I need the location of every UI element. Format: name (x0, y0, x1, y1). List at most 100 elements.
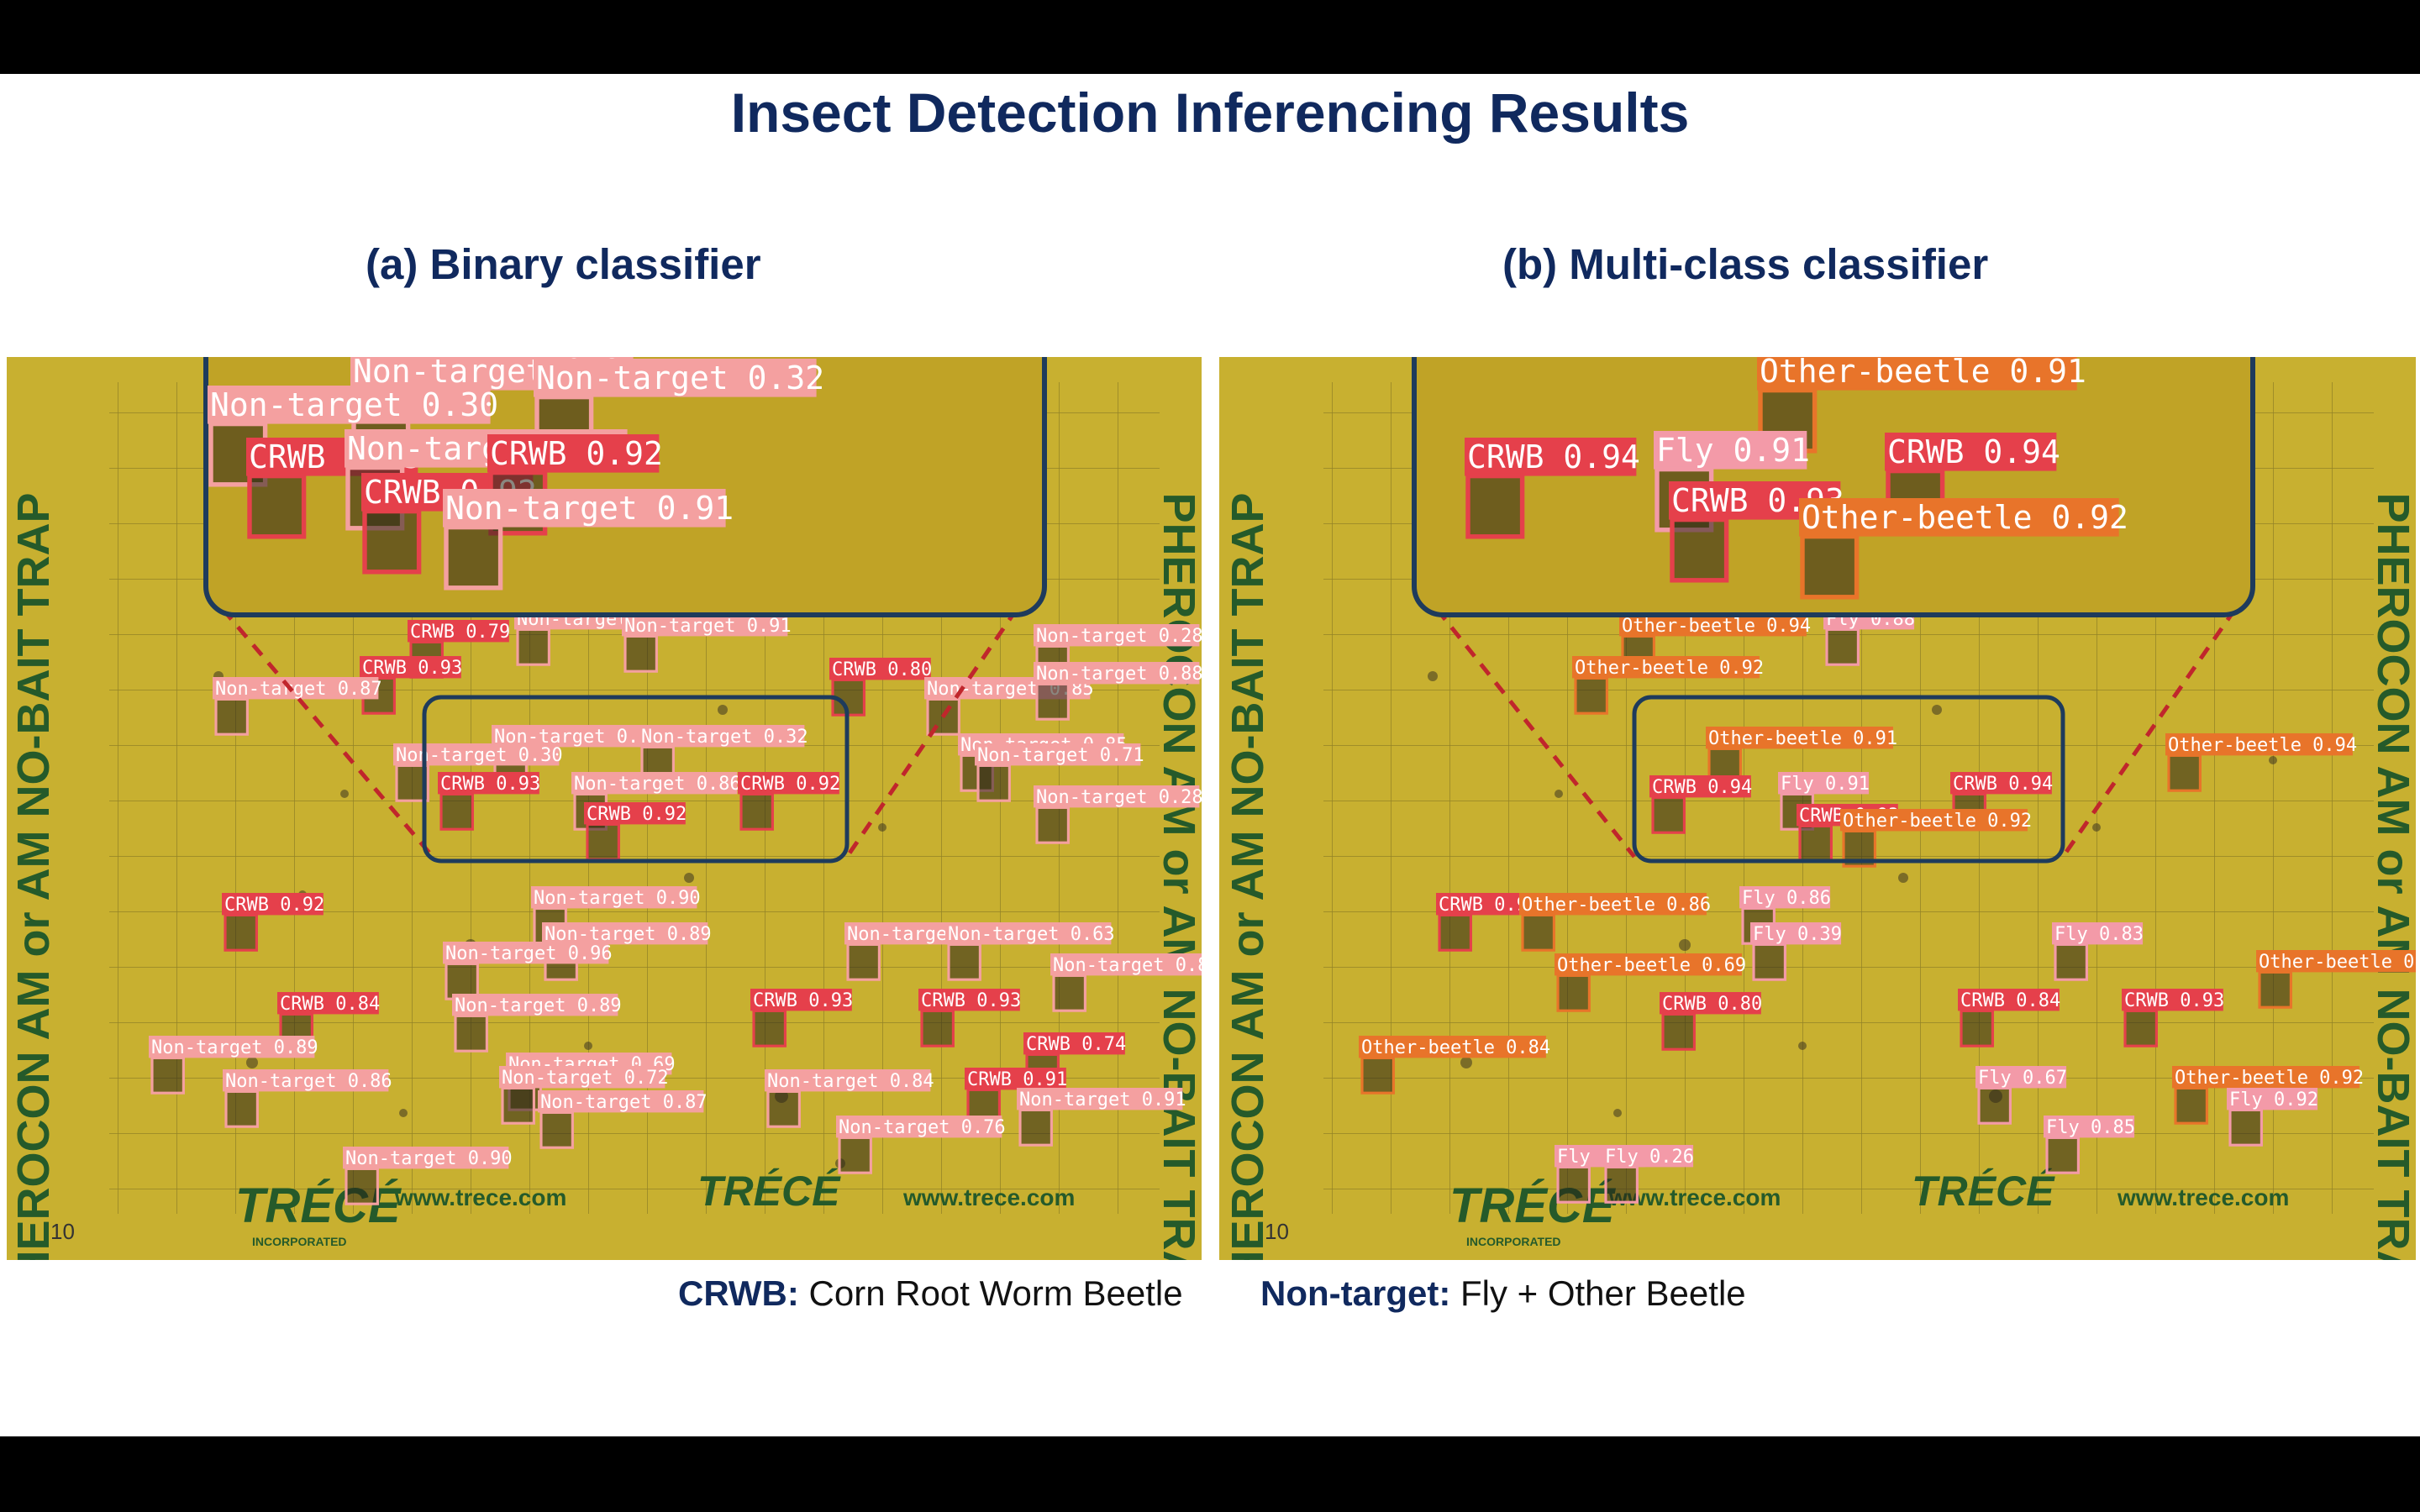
detection-box: Other-beetle 0.69 (1555, 953, 1746, 1012)
detection-box: CRWB 0.92 (222, 893, 324, 952)
svg-text:Non-target 0.28: Non-target 0.28 (1036, 626, 1202, 647)
zoom-detection-box: Non-target 0.91 (443, 489, 734, 591)
svg-text:CRWB 0.94: CRWB 0.94 (1652, 777, 1752, 798)
svg-text:CRWB 0.94: CRWB 0.94 (1887, 433, 2060, 470)
detection-box: Fly 0.83 (2052, 922, 2144, 981)
detection-box: CRWB 0.93 (918, 989, 1021, 1047)
bottom-letterbox-bar (0, 1436, 2420, 1512)
trap-side-text-left: PHEROCON AM or AM NO-BAIT TRAP (1223, 493, 1273, 1260)
svg-text:Non-target 0.91: Non-target 0.91 (624, 616, 792, 637)
trap-corner-mark: 10 (1265, 1219, 1289, 1244)
detection-box: Non-target 0.28 (1034, 785, 1202, 844)
detection-box: Non-target 0.63 (945, 922, 1115, 981)
trece-logo-2: TRÉCÉ (697, 1168, 841, 1215)
detection-box: Non-target 0.91 (622, 614, 792, 673)
trap-side-text-right: PHEROCON AM or AM NO-BAIT TRAP (2368, 493, 2416, 1260)
svg-text:Other-beetle 0.6: Other-beetle 0.6 (2259, 952, 2416, 973)
svg-text:CRWB 0.74: CRWB 0.74 (1026, 1034, 1126, 1055)
zoom-detection-box: CRWB 0.94 (1885, 433, 2060, 534)
svg-text:Other-beetle 0.91: Other-beetle 0.91 (1708, 728, 1897, 749)
panel-b-trap-image: PHEROCON AM or AM NO-BAIT TRAP PHEROCON … (1214, 357, 2416, 1260)
svg-text:CRWB 0.79: CRWB 0.79 (410, 622, 510, 643)
slide-title: Insect Detection Inferencing Results (730, 81, 1690, 144)
zoom-detection-box: Non-target 0.30 (208, 386, 498, 487)
detection-box: Fly 0.85 (2044, 1116, 2135, 1174)
svg-text:Non-target 0.86: Non-target 0.86 (574, 774, 741, 795)
legend-term: CRWB: (678, 1273, 799, 1313)
svg-text:Fly 0.26: Fly 0.26 (1605, 1147, 1694, 1168)
svg-text:CRWB 0.93: CRWB 0.93 (362, 658, 462, 679)
trap-side-text-left: PHEROCON AM or AM NO-BAIT TRAP (8, 493, 59, 1260)
legend-non-target: Non-target: Fly + Other Beetle (1260, 1273, 1746, 1314)
svg-text:Non-target 0.28: Non-target 0.28 (1036, 787, 1202, 808)
zoom-connector-left (221, 607, 434, 858)
svg-text:Non-target 0.85: Non-target 0.85 (1053, 955, 1202, 976)
detection-box: Other-beetle 0.86 (1519, 893, 1711, 952)
detection-box: Non-target 0.91 (1017, 1088, 1186, 1147)
detection-box: Non-target 0.88 (1034, 662, 1202, 721)
svg-text:Non-target 0.76: Non-target 0.76 (839, 1117, 1006, 1138)
trece-logo-sub: INCORPORATED (1466, 1235, 1561, 1248)
svg-text:Non-target 0.96: Non-target 0.96 (445, 943, 613, 964)
svg-text:Non-target 0.63: Non-target 0.63 (948, 924, 1115, 945)
detection-box: CRWB 0.80 (829, 658, 932, 717)
trece-url-2: www.trece.com (2117, 1184, 2289, 1210)
svg-text:CRWB 0.93: CRWB 0.93 (2124, 990, 2224, 1011)
svg-text:Fly 0.39: Fly 0.39 (1753, 924, 1842, 945)
detection-box: Other-beetle 0.6 (2256, 950, 2416, 1009)
svg-text:CRWB 0.93: CRWB 0.93 (753, 990, 853, 1011)
svg-text:Non-target 0.91: Non-target 0.91 (445, 490, 734, 527)
svg-text:CRWB 0.92: CRWB 0.92 (490, 435, 663, 472)
detection-box: Other-beetle 0.94 (1619, 614, 1811, 673)
zoom-detection-box: CRWB 0.92 (487, 434, 663, 536)
svg-text:CRWB 0.94: CRWB 0.94 (1467, 438, 1640, 475)
zoom-source-frame (422, 695, 850, 864)
detection-box: Non-target 0.86 (223, 1069, 392, 1128)
svg-text:CRWB 0.84: CRWB 0.84 (280, 994, 380, 1015)
zoom-detection-box: CRWB 0.94 (1465, 438, 1640, 539)
detection-box: CRWB 0.92 (738, 772, 840, 831)
legend-term: Non-target: (1260, 1273, 1451, 1313)
zoom-detection-box: Other-beetle 0.91 (1757, 357, 2086, 454)
svg-text:Non-target 0.91: Non-target 0.91 (1019, 1089, 1186, 1110)
svg-text:Non-target 0.32: Non-target 0.32 (536, 360, 824, 396)
detection-box: CRWB 0.93 (2122, 989, 2224, 1047)
detection-box: Other-beetle 0.94 (2165, 733, 2357, 792)
svg-text:Fly 0.67: Fly 0.67 (1978, 1068, 2067, 1089)
detection-box: Non-target 0.89 (542, 922, 712, 981)
svg-text:Other-beetle 0.84: Other-beetle 0.84 (1361, 1037, 1550, 1058)
detection-box: CRWB 0.93 (438, 772, 540, 831)
svg-text:Non-target 0.72: Non-target 0.72 (502, 1068, 669, 1089)
svg-text:Other-beetle 0.94: Other-beetle 0.94 (1622, 616, 1811, 637)
detection-box: Fly 0.39 (1750, 922, 1842, 981)
svg-text:Fly 0.91: Fly 0.91 (1656, 432, 1810, 469)
detection-box: Non-target 0.90 (343, 1147, 513, 1205)
detection-box: Non-target 0.72 (499, 1066, 669, 1125)
trece-logo-sub: INCORPORATED (252, 1235, 347, 1248)
legend-desc: Fly + Other Beetle (1450, 1273, 1746, 1313)
detection-box: Fly 0.26 (1602, 1145, 1694, 1204)
detection-box: Non-target 0.71 (975, 743, 1144, 802)
svg-text:Other-beetle 0.92: Other-beetle 0.92 (1575, 658, 1764, 679)
svg-text:CRWB 0.92: CRWB 0.92 (587, 804, 687, 825)
trece-url-2: www.trece.com (902, 1184, 1075, 1210)
detection-box: Other-beetle 0.92 (1572, 656, 1764, 715)
detection-box: CRWB 0.93 (750, 989, 853, 1047)
svg-text:Non-target 0.90: Non-target 0.90 (534, 888, 701, 909)
detection-box: CRWB 0.80 (1660, 992, 1762, 1051)
svg-text:CRWB 0.91: CRWB 0.91 (967, 1069, 1067, 1090)
svg-text:CRWB 0.80: CRWB 0.80 (832, 659, 932, 680)
detection-box: Non-target 0.85 (1050, 953, 1202, 1012)
zoom-connector-right (2060, 607, 2238, 858)
svg-text:Non-target 0.87: Non-target 0.87 (215, 679, 382, 700)
detection-box: Non-target 0.87 (213, 677, 382, 736)
detection-box: CRWB 0.84 (1958, 989, 2060, 1047)
svg-text:CRWB 0.92: CRWB 0.92 (224, 895, 324, 916)
svg-text:Fly 0.83: Fly 0.83 (2054, 924, 2144, 945)
svg-text:Non-target 0.71: Non-target 0.71 (977, 745, 1144, 766)
svg-text:Non-target 0.89: Non-target 0.89 (151, 1037, 318, 1058)
svg-text:CRWB 0.93: CRWB 0.93 (440, 774, 540, 795)
